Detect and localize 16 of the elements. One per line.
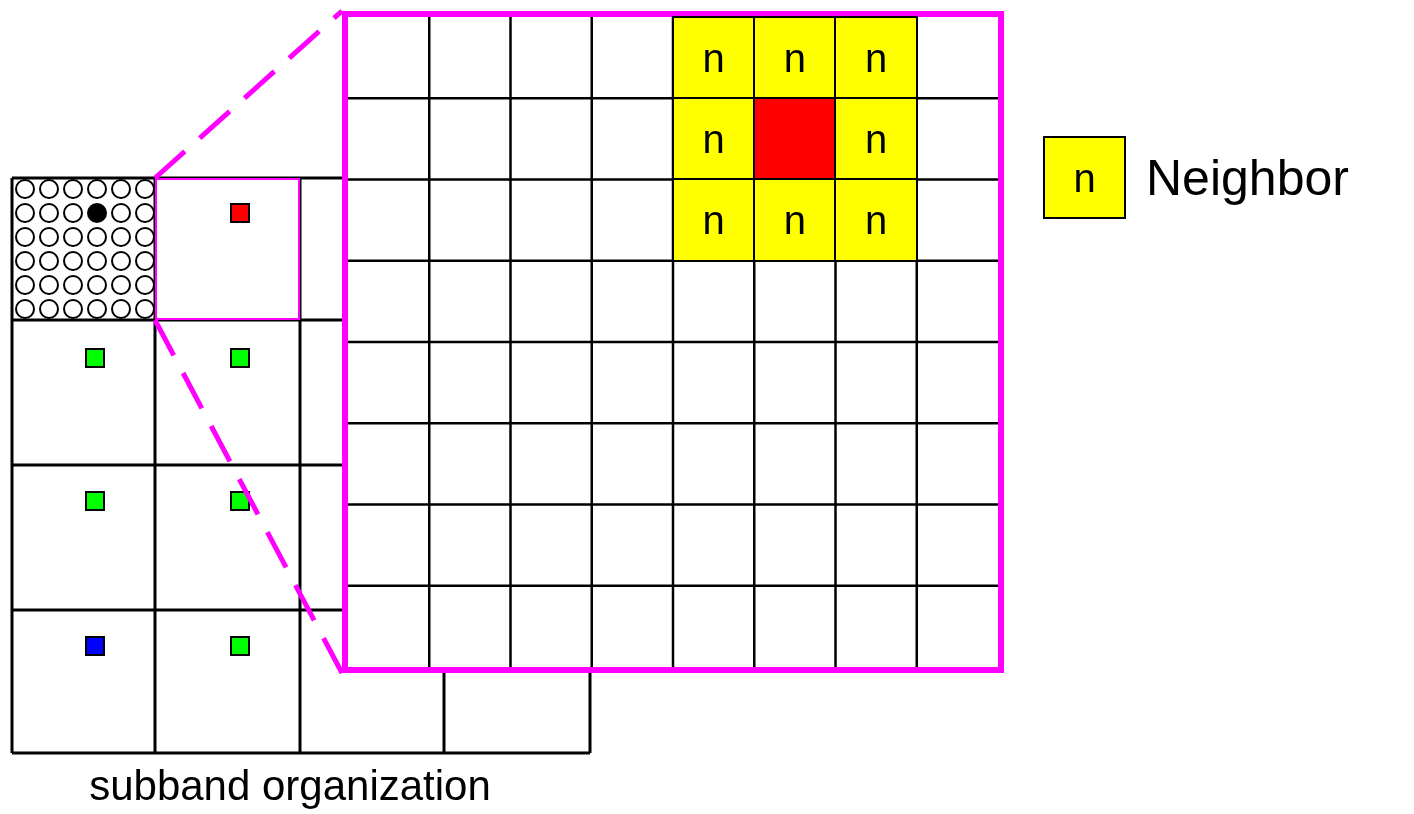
- caption: subband organization: [88, 765, 492, 807]
- neighbor-cell: n: [753, 15, 837, 100]
- dashed-zoom-line: [152, 318, 345, 675]
- dashed-zoom-line: [153, 9, 344, 180]
- magnified-region-box: [342, 11, 1004, 673]
- neighbor-cell: n: [671, 15, 756, 100]
- neighbor-cell: n: [834, 15, 918, 100]
- neighbor-cell: n: [834, 178, 918, 262]
- selected-region-box: [155, 178, 300, 320]
- center-cell: [753, 97, 837, 181]
- swatch-label: n: [1073, 157, 1096, 198]
- neighbor-cell: n: [834, 97, 918, 181]
- neighbor-cell: n: [671, 97, 756, 181]
- legend-text: Neighbor: [1146, 152, 1349, 203]
- neighbor-cell: n: [753, 178, 837, 262]
- neighbor-cell: n: [671, 178, 756, 262]
